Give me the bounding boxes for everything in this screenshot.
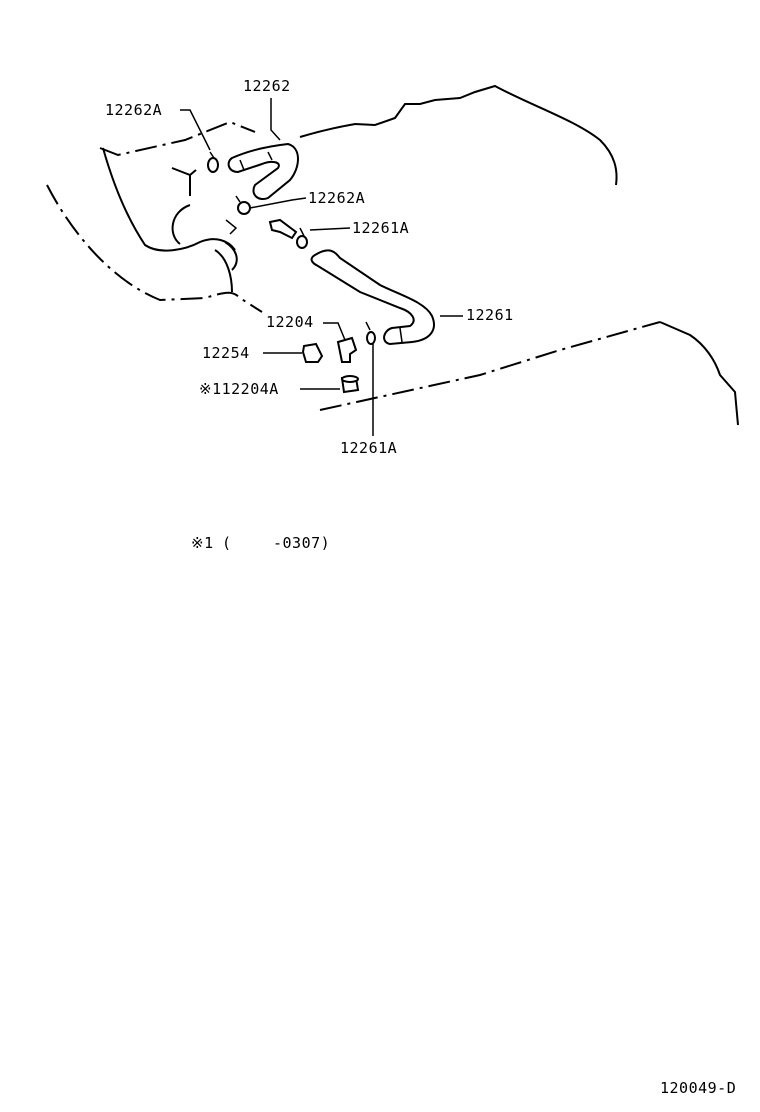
- callout-12262A-mid: 12262A: [308, 189, 366, 207]
- callout-12254: 12254: [202, 344, 250, 362]
- clip-12261A-bottom: [365, 321, 376, 345]
- callout-12261: 12261: [466, 306, 514, 324]
- footnote-open-paren: (: [222, 534, 232, 552]
- part-12204A: [340, 375, 360, 394]
- fitting-12204: [336, 336, 358, 363]
- callout-12204A: ※112204A: [199, 380, 279, 398]
- leader-lines: [180, 98, 463, 436]
- callout-12262A-top: 12262A: [105, 101, 163, 119]
- footnote-marker: ※1: [191, 534, 214, 552]
- callout-12204: 12204: [266, 313, 314, 331]
- clip-12262A-mid: [225, 195, 251, 235]
- engine-outline: [46, 84, 739, 426]
- clip-12262A-top: [207, 151, 219, 173]
- footnote-range: -0307): [273, 534, 331, 552]
- callout-12261A-bottom: 12261A: [340, 439, 398, 457]
- clip-12261A-top: [296, 227, 308, 249]
- part-12254: [301, 342, 324, 363]
- hose-12262: [227, 142, 299, 200]
- hose-12261: [310, 249, 435, 346]
- diagram-code: 120049-D: [660, 1079, 737, 1097]
- callout-12262: 12262: [243, 77, 291, 95]
- callout-12261A-top: 12261A: [352, 219, 410, 237]
- hose-12261-upper-piece: [268, 218, 298, 240]
